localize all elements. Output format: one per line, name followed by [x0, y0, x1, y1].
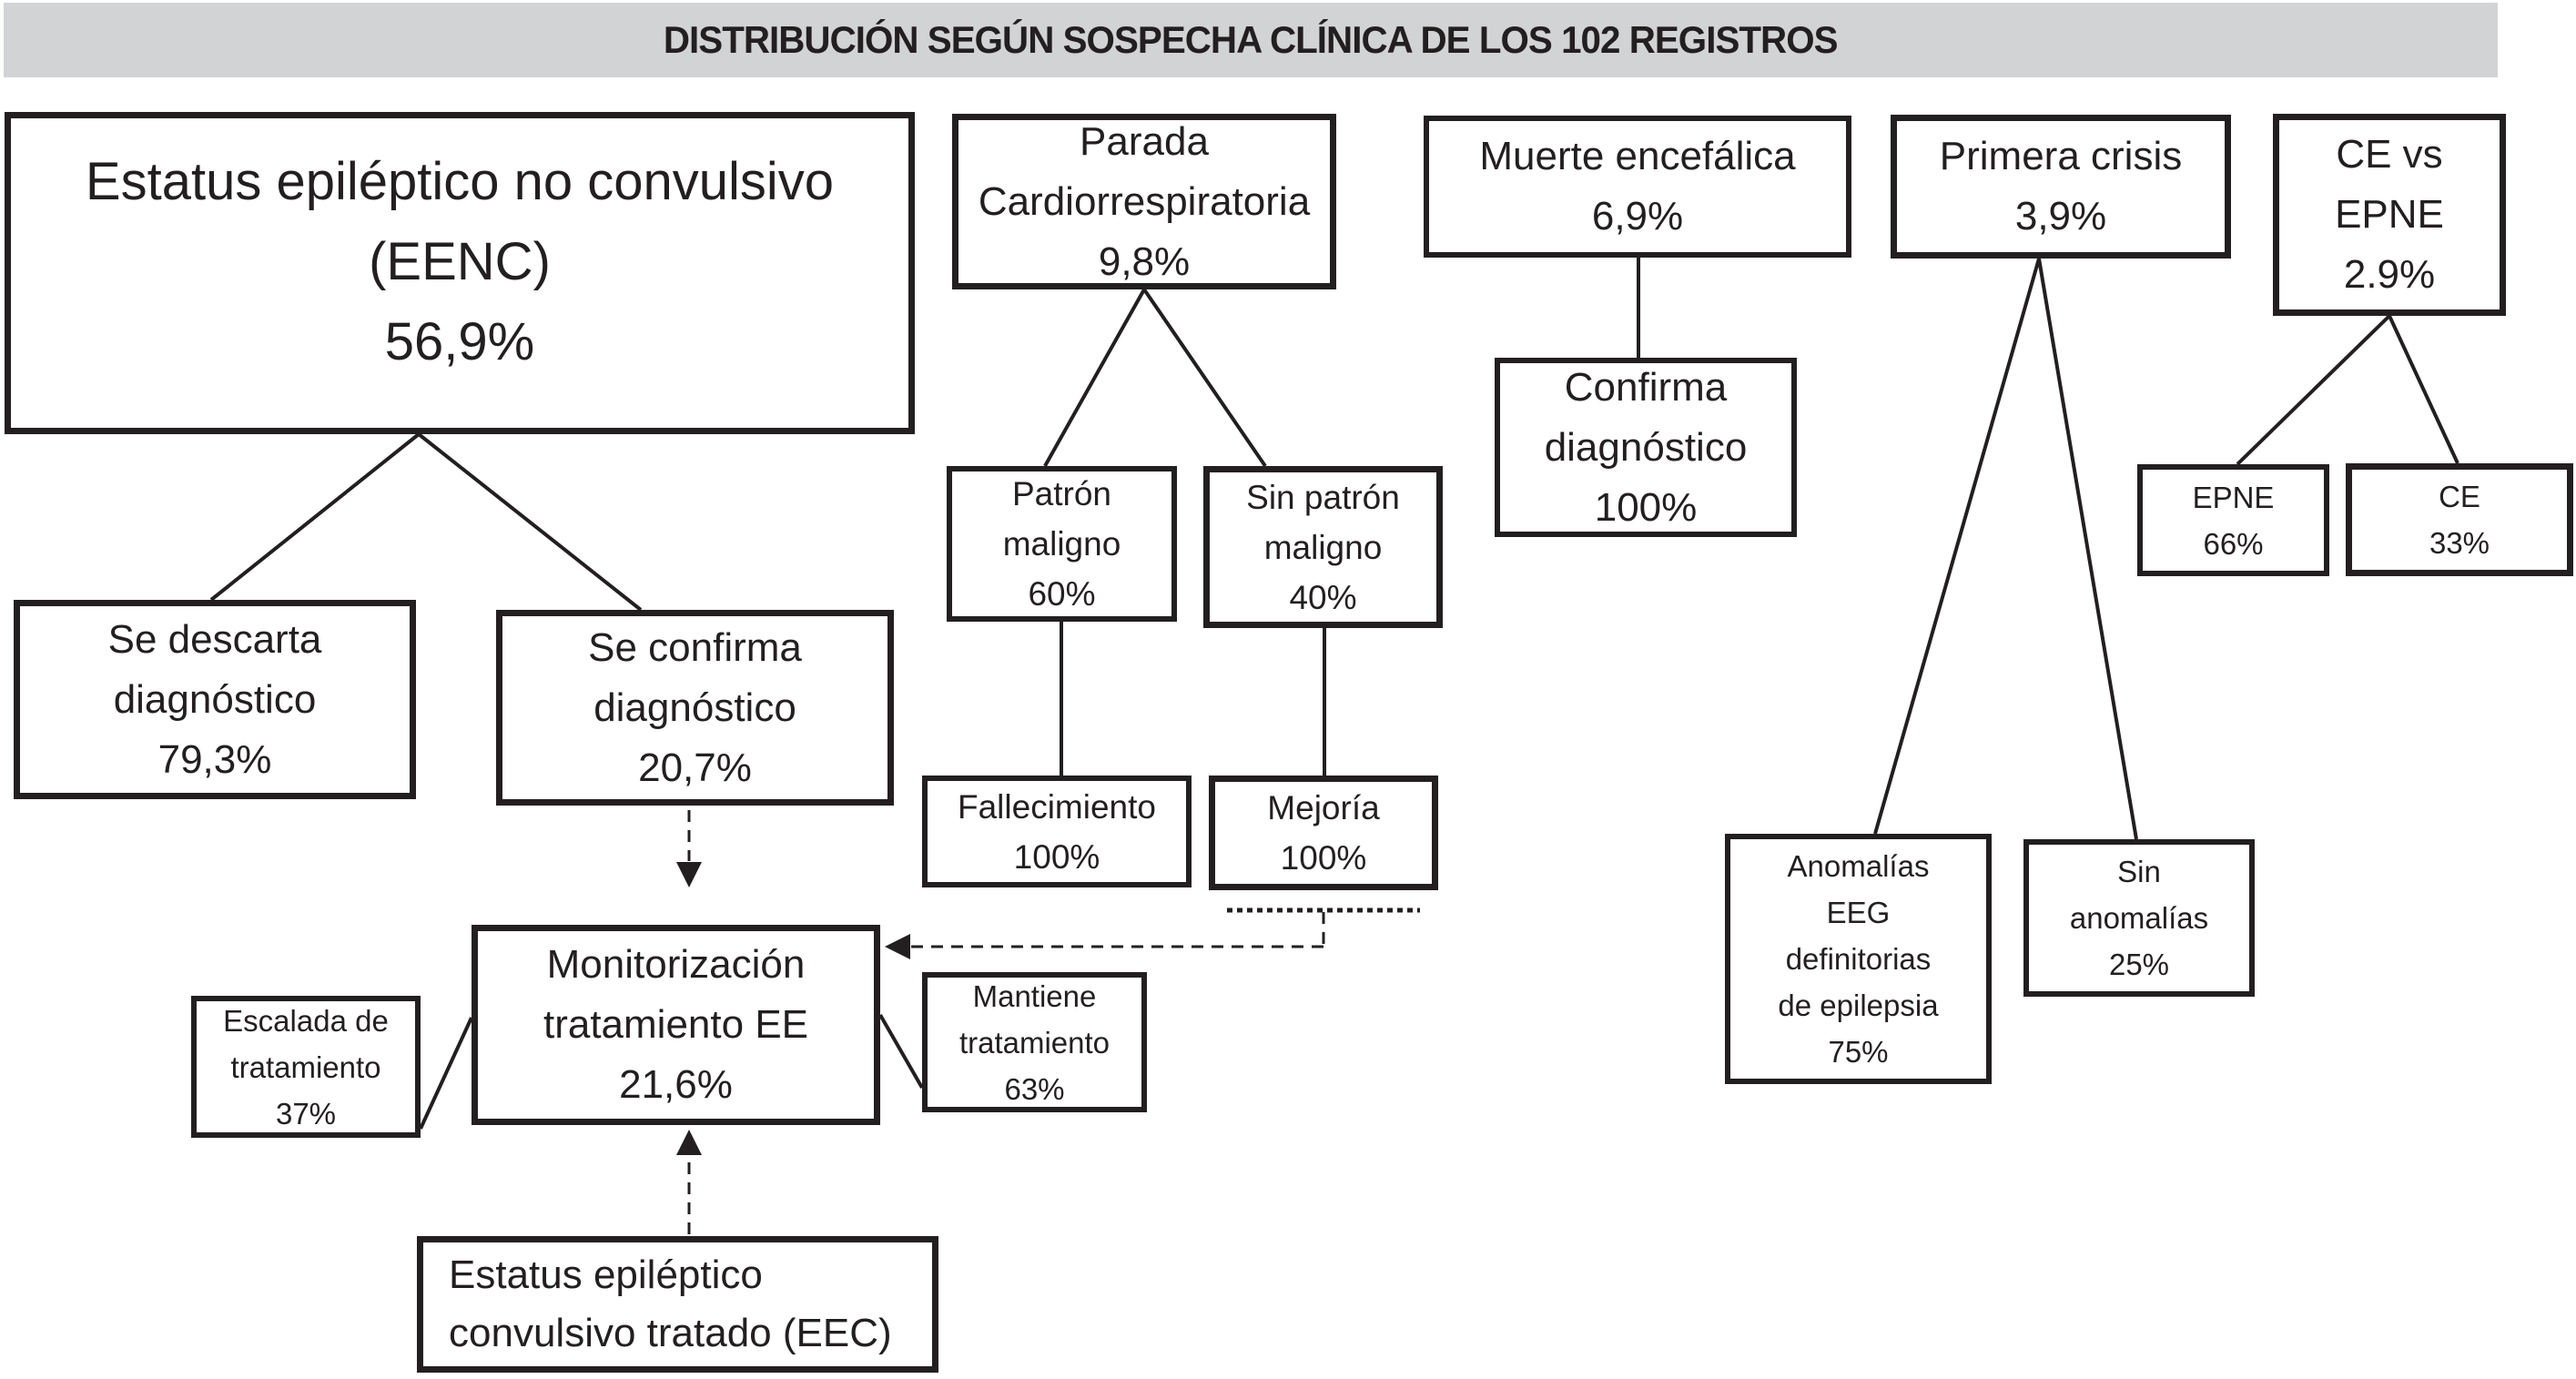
node-label: Muerte encefálica	[1479, 134, 1796, 178]
node-label: Mejoría	[1267, 789, 1380, 826]
node-label: de epilepsia	[1778, 989, 1939, 1022]
node-label: EPNE	[2335, 192, 2444, 237]
node-escalada-tratamiento: Escalada de tratamiento 37%	[191, 996, 421, 1138]
node-monitorizacion-tratamiento: Monitorización tratamiento EE 21,6%	[472, 925, 880, 1125]
arrow-up-icon	[676, 1130, 702, 1155]
node-value: 3,9%	[2014, 194, 2107, 238]
node-label: Estatus epiléptico	[449, 1252, 763, 1297]
node-value: 21,6%	[619, 1062, 733, 1107]
node-label: Monitorización	[546, 942, 806, 987]
node-value: 75%	[1828, 1035, 1889, 1069]
connector-ceepne-epne	[2236, 314, 2391, 466]
node-eec: Estatus epiléptico convulsivo tratado (E…	[417, 1236, 938, 1373]
node-patron-maligno: Patrón maligno 60%	[947, 466, 1177, 622]
node-sin-patron-maligno: Sin patrón maligno 40%	[1203, 466, 1443, 628]
node-label: Escalada de	[223, 1003, 389, 1038]
node-label: Confirma	[1564, 364, 1728, 410]
connector-monitorizacion-mantiene	[878, 1014, 924, 1089]
connector-parada-patron	[1043, 289, 1146, 467]
node-mejoria: Mejoría 100%	[1209, 776, 1438, 890]
connector-eenc-se-descarta	[209, 432, 421, 602]
node-label: EEG	[1826, 896, 1891, 929]
node-label: tratamiento EE	[543, 1002, 809, 1047]
node-value: 100%	[1013, 837, 1100, 876]
arrow-down-icon	[676, 862, 702, 887]
node-value: 60%	[1028, 575, 1096, 613]
node-label: definitorias	[1785, 942, 1932, 976]
node-value: 40%	[1289, 578, 1357, 616]
node-value: 6,9%	[1591, 194, 1684, 238]
title-bar: DISTRIBUCIÓN SEGÚN SOSPECHA CLÍNICA DE L…	[4, 3, 2498, 77]
node-label: Anomalías	[1787, 849, 1930, 883]
node-label: Parada	[1080, 118, 1209, 164]
node-label: diagnóstico	[113, 676, 317, 722]
node-value: 25%	[2108, 948, 2170, 981]
node-mantiene-tratamiento: Mantiene tratamiento 63%	[922, 972, 1147, 1112]
connector-escalada-monitorizacion	[419, 1017, 473, 1130]
node-se-confirma-diagnostico: Se confirma diagnóstico 20,7%	[496, 610, 894, 806]
node-muerte-encefalica: Muerte encefálica 6,9%	[1424, 116, 1851, 258]
node-value: 33%	[2429, 526, 2490, 560]
node-value: 100%	[1594, 484, 1698, 530]
node-label: Primera crisis	[1939, 134, 2183, 178]
connector-primera-anomalias	[1873, 258, 2041, 835]
node-value: 2.9%	[2343, 252, 2436, 297]
node-ce: CE 33%	[2346, 463, 2573, 576]
node-label: Fallecimiento	[958, 787, 1156, 826]
arrow-left-icon	[885, 934, 910, 959]
node-label: CE	[2439, 480, 2480, 513]
node-parada-cardiorrespiratoria: Parada Cardiorrespiratoria 9,8%	[952, 114, 1336, 289]
node-label: Sin patrón	[1246, 478, 1400, 516]
node-label: diagnóstico	[593, 684, 796, 730]
node-se-descarta-diagnostico: Se descarta diagnóstico 79,3%	[14, 600, 416, 799]
connector-primera-sin-anomalias	[2037, 258, 2138, 840]
node-label: Mantiene	[972, 978, 1097, 1013]
connector-ceepne-ce	[2388, 315, 2459, 464]
node-value: 63%	[1004, 1071, 1065, 1106]
node-fallecimiento: Fallecimiento 100%	[922, 776, 1192, 887]
node-label: Patrón	[1011, 475, 1111, 512]
node-value: 100%	[1280, 839, 1367, 877]
node-label: Sin	[2117, 855, 2161, 888]
node-label: tratamiento	[958, 1025, 1111, 1060]
node-value: 20,7%	[638, 745, 752, 790]
node-eenc: Estatus epiléptico no convulsivo (EENC) …	[5, 112, 915, 434]
node-label: Cardiorrespiratoria	[978, 178, 1311, 224]
node-label: tratamiento	[230, 1049, 381, 1084]
node-label: diagnóstico	[1544, 424, 1748, 470]
node-ce-vs-epne: CE vs EPNE 2.9%	[2273, 114, 2506, 316]
node-label: maligno	[1002, 525, 1121, 563]
node-value: 37%	[275, 1096, 337, 1131]
node-label: maligno	[1263, 528, 1383, 566]
node-value: 9,8%	[1098, 238, 1191, 284]
node-confirma-diagnostico: Confirma diagnóstico 100%	[1495, 358, 1797, 537]
node-primera-crisis: Primera crisis 3,9%	[1891, 115, 2231, 259]
node-label: (EENC)	[369, 232, 551, 291]
node-epne: EPNE 66%	[2137, 464, 2329, 576]
node-sin-anomalias: Sin anomalías 25%	[2023, 839, 2255, 997]
connector-parada-sin-patron	[1142, 288, 1267, 468]
node-anomalias-eeg: Anomalías EEG definitorias de epilepsia …	[1725, 834, 1992, 1084]
page-title: DISTRIBUCIÓN SEGÚN SOSPECHA CLÍNICA DE L…	[664, 18, 1839, 61]
node-label: Estatus epiléptico no convulsivo	[85, 152, 835, 211]
node-label: Se descarta	[107, 616, 322, 662]
node-value: 79,3%	[157, 736, 272, 782]
node-value: 56,9%	[384, 312, 535, 371]
node-label: Se confirma	[588, 624, 802, 670]
node-label: anomalías	[2069, 901, 2209, 935]
node-label: convulsivo tratado (EEC)	[449, 1311, 892, 1355]
node-label: EPNE	[2192, 480, 2275, 514]
node-value: 66%	[2203, 526, 2264, 561]
connector-eenc-se-confirma	[417, 432, 643, 612]
node-label: CE vs	[2336, 132, 2443, 177]
